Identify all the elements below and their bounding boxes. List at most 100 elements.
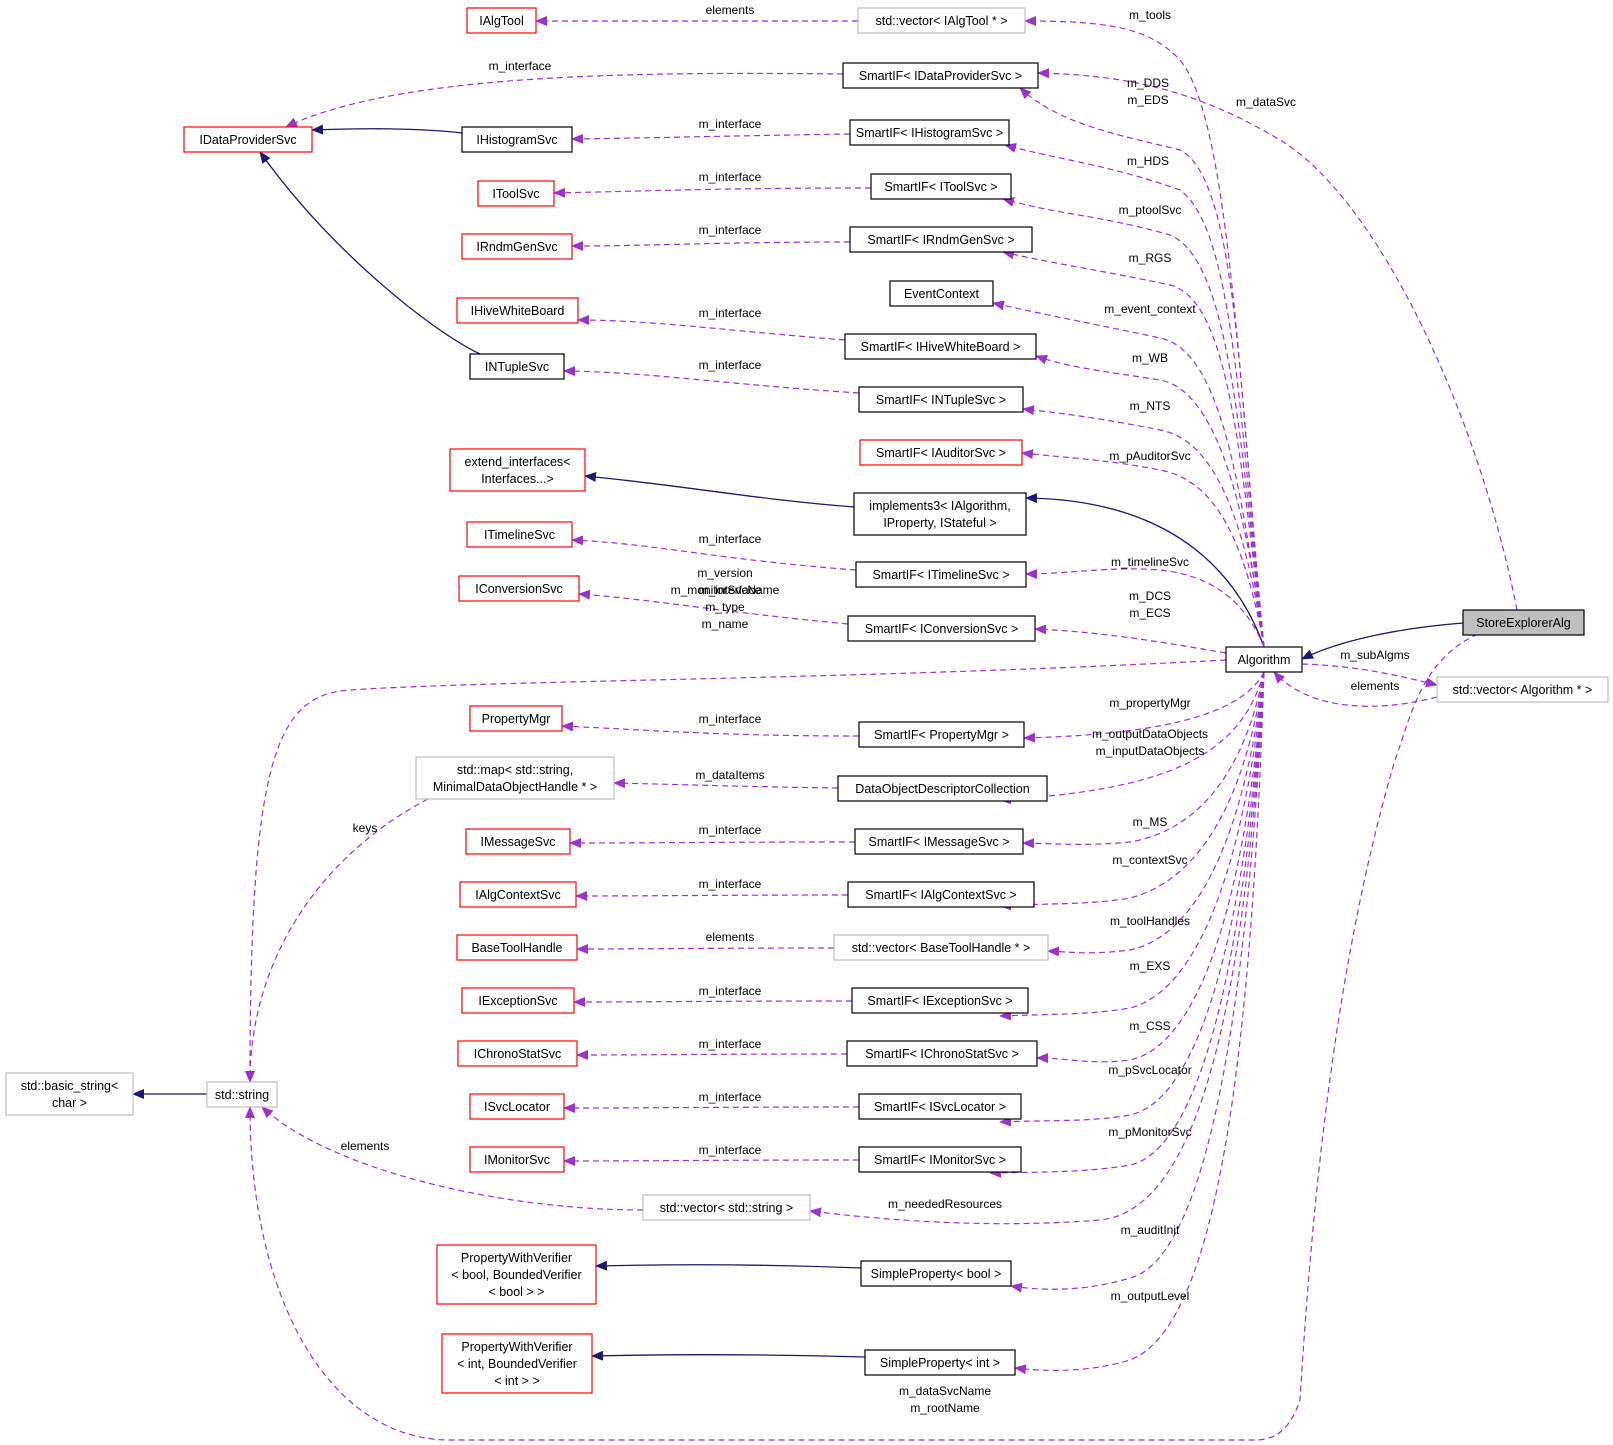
class-node-iconversionsvc[interactable]: IConversionSvc — [458, 575, 580, 602]
class-node-box[interactable] — [469, 1146, 565, 1173]
class-node-smartiexc[interactable]: SmartIF< IExceptionSvc > — [851, 987, 1029, 1014]
class-node-basicstring[interactable]: std::basic_string<char > — [5, 1072, 134, 1116]
class-node-box[interactable] — [461, 233, 573, 260]
class-node-box[interactable] — [642, 1194, 811, 1221]
class-node-box[interactable] — [436, 1244, 597, 1305]
class-node-box[interactable] — [466, 521, 573, 548]
class-node-box[interactable] — [456, 297, 579, 324]
class-node-impl3[interactable]: implements3< IAlgorithm,IProperty, IStat… — [853, 492, 1027, 536]
class-node-smartiaud[interactable]: SmartIF< IAuditorSvc > — [859, 439, 1023, 466]
class-node-box[interactable] — [859, 439, 1023, 466]
class-node-box[interactable] — [459, 881, 577, 908]
class-node-iexceptionsvc[interactable]: IExceptionSvc — [461, 987, 575, 1014]
class-node-ialgtool[interactable]: IAlgTool — [466, 7, 537, 34]
class-node-smartint[interactable]: SmartIF< INTupleSvc > — [858, 386, 1024, 413]
class-node-spint[interactable]: SimpleProperty< int > — [864, 1349, 1016, 1376]
class-node-stdstring[interactable]: std::string — [206, 1081, 278, 1108]
class-node-smartidp[interactable]: SmartIF< IDataProviderSvc > — [842, 62, 1039, 89]
class-node-smartimsg[interactable]: SmartIF< IMessageSvc > — [854, 828, 1024, 855]
class-node-box[interactable] — [889, 280, 994, 307]
class-node-ihistogramsvc[interactable]: IHistogramSvc — [461, 126, 573, 153]
class-node-box[interactable] — [860, 1260, 1012, 1287]
class-node-box[interactable] — [441, 1333, 593, 1394]
class-node-box[interactable] — [415, 756, 615, 800]
class-node-vecalgorithm[interactable]: std::vector< Algorithm * > — [1436, 676, 1609, 703]
class-node-smartihive[interactable]: SmartIF< IHiveWhiteBoard > — [844, 333, 1037, 360]
class-node-ihivewhiteboard[interactable]: IHiveWhiteBoard — [456, 297, 579, 324]
class-node-itimelinesvc[interactable]: ITimelineSvc — [466, 521, 573, 548]
class-node-irndmgensvc[interactable]: IRndmGenSvc — [461, 233, 573, 260]
class-node-smartichrono[interactable]: SmartIF< IChronoStatSvc > — [846, 1040, 1038, 1067]
class-node-smartihisto[interactable]: SmartIF< IHistogramSvc > — [849, 119, 1010, 146]
class-node-box[interactable] — [858, 1146, 1022, 1173]
class-node-imonitorsvc[interactable]: IMonitorSvc — [469, 1146, 565, 1173]
class-node-smartisvcloc[interactable]: SmartIF< ISvcLocator > — [858, 1093, 1022, 1120]
class-node-extend[interactable]: extend_interfaces<Interfaces...> — [449, 448, 586, 492]
class-node-box[interactable] — [5, 1072, 134, 1116]
class-node-ialgcontextsvc[interactable]: IAlgContextSvc — [459, 881, 577, 908]
class-node-box[interactable] — [469, 705, 563, 732]
class-node-box[interactable] — [870, 173, 1012, 200]
class-node-stdmap[interactable]: std::map< std::string,MinimalDataObjectH… — [415, 756, 615, 800]
class-node-idataprovidersvc[interactable]: IDataProviderSvc — [183, 126, 313, 153]
class-node-box[interactable] — [842, 62, 1039, 89]
class-node-smartitool[interactable]: SmartIF< IToolSvc > — [870, 173, 1012, 200]
class-node-box[interactable] — [469, 353, 565, 380]
class-node-vecstring[interactable]: std::vector< std::string > — [642, 1194, 811, 1221]
class-node-pwvint[interactable]: PropertyWithVerifier< int, BoundedVerifi… — [441, 1333, 593, 1394]
class-node-box[interactable] — [837, 775, 1048, 802]
class-node-pwvbool[interactable]: PropertyWithVerifier< bool, BoundedVerif… — [436, 1244, 597, 1305]
class-node-box[interactable] — [1462, 609, 1585, 636]
class-node-box[interactable] — [469, 1093, 565, 1120]
class-node-smartimon[interactable]: SmartIF< IMonitorSvc > — [858, 1146, 1022, 1173]
class-node-vecialgtool[interactable]: std::vector< IAlgTool * > — [857, 7, 1026, 34]
class-node-box[interactable] — [847, 881, 1035, 908]
class-node-box[interactable] — [857, 7, 1026, 34]
class-node-box[interactable] — [854, 828, 1024, 855]
class-node-box[interactable] — [855, 561, 1027, 588]
class-node-box[interactable] — [457, 1040, 578, 1067]
class-node-eventcontext[interactable]: EventContext — [889, 280, 994, 307]
class-node-box[interactable] — [449, 448, 586, 492]
class-node-box[interactable] — [833, 934, 1049, 961]
class-node-itoolsvc[interactable]: IToolSvc — [477, 180, 555, 207]
class-node-box[interactable] — [847, 615, 1036, 642]
class-node-smartialgctx[interactable]: SmartIF< IAlgContextSvc > — [847, 881, 1035, 908]
class-node-ichronostatsvc[interactable]: IChronoStatSvc — [457, 1040, 578, 1067]
class-node-box[interactable] — [1436, 676, 1609, 703]
class-node-smartirndm[interactable]: SmartIF< IRndmGenSvc > — [849, 226, 1033, 253]
class-node-basetoolhandle[interactable]: BaseToolHandle — [456, 934, 578, 961]
class-node-box[interactable] — [461, 126, 573, 153]
class-node-spbool[interactable]: SimpleProperty< bool > — [860, 1260, 1012, 1287]
class-node-vecbth[interactable]: std::vector< BaseToolHandle * > — [833, 934, 1049, 961]
class-node-smarticonv[interactable]: SmartIF< IConversionSvc > — [847, 615, 1036, 642]
class-node-box[interactable] — [858, 721, 1025, 748]
class-node-box[interactable] — [849, 226, 1033, 253]
class-node-box[interactable] — [456, 934, 578, 961]
class-node-box[interactable] — [1225, 646, 1303, 673]
class-node-box[interactable] — [477, 180, 555, 207]
class-node-box[interactable] — [851, 987, 1029, 1014]
class-node-box[interactable] — [858, 386, 1024, 413]
class-node-box[interactable] — [858, 1093, 1022, 1120]
class-node-box[interactable] — [461, 987, 575, 1014]
class-node-box[interactable] — [465, 828, 571, 855]
class-node-smartpmgr[interactable]: SmartIF< PropertyMgr > — [858, 721, 1025, 748]
class-node-box[interactable] — [466, 7, 537, 34]
class-node-box[interactable] — [183, 126, 313, 153]
class-node-box[interactable] — [864, 1349, 1016, 1376]
class-node-box[interactable] — [458, 575, 580, 602]
class-node-algorithm[interactable]: Algorithm — [1225, 646, 1303, 673]
class-node-intuplesvc[interactable]: INTupleSvc — [469, 353, 565, 380]
class-node-storeexploreralg[interactable]: StoreExplorerAlg — [1462, 609, 1585, 636]
class-node-box[interactable] — [849, 119, 1010, 146]
class-node-box[interactable] — [844, 333, 1037, 360]
class-node-box[interactable] — [853, 492, 1027, 536]
class-node-propertymgr[interactable]: PropertyMgr — [469, 705, 563, 732]
class-node-smartitime[interactable]: SmartIF< ITimelineSvc > — [855, 561, 1027, 588]
class-node-dodc[interactable]: DataObjectDescriptorCollection — [837, 775, 1048, 802]
class-node-box[interactable] — [206, 1081, 278, 1108]
class-node-box[interactable] — [846, 1040, 1038, 1067]
class-node-isvclocator[interactable]: ISvcLocator — [469, 1093, 565, 1120]
class-node-imessagesvc[interactable]: IMessageSvc — [465, 828, 571, 855]
